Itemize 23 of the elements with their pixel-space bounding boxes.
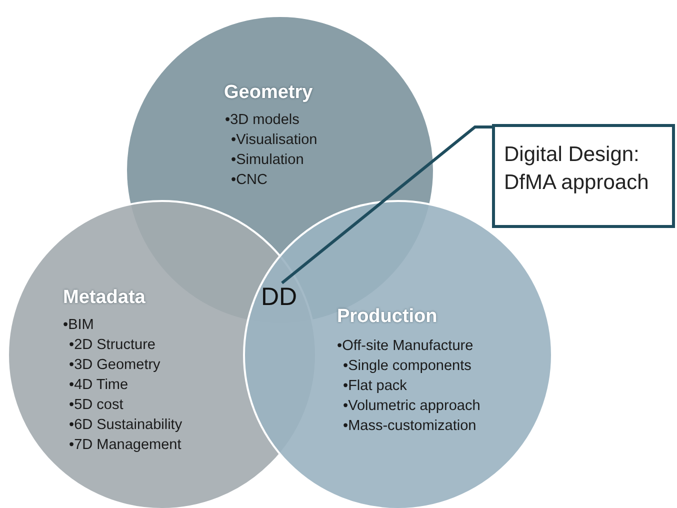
bullet-item: •4D Time xyxy=(69,377,128,393)
bullet-item: •Single components xyxy=(343,358,472,374)
bullet-item: •Mass-customization xyxy=(343,418,476,434)
center-label: DD xyxy=(260,282,298,312)
bullet-item: •2D Structure xyxy=(69,337,156,353)
bullet-item: •7D Management xyxy=(69,437,182,453)
circle-heading: Metadata xyxy=(63,287,146,309)
bullet-item: •BIM xyxy=(63,317,94,333)
circle-heading: Geometry xyxy=(224,82,313,104)
callout-text: Digital Design: DfMA approach xyxy=(504,142,650,196)
bullet-item: •Simulation xyxy=(231,152,304,168)
bullet-item: •Flat pack xyxy=(343,378,407,394)
callout-box xyxy=(492,124,675,228)
bullet-item: •3D models xyxy=(225,112,300,128)
bullet-item: •CNC xyxy=(231,172,268,188)
bullet-item: •Visualisation xyxy=(231,132,318,148)
circle-heading: Production xyxy=(337,306,438,328)
leader-line xyxy=(281,126,492,284)
bullet-item: •Off-site Manufacture xyxy=(337,338,474,354)
bullet-item: •Volumetric approach xyxy=(343,398,480,414)
bullet-item: •5D cost xyxy=(69,397,124,413)
bullet-item: •3D Geometry xyxy=(69,357,160,373)
bullet-item: •6D Sustainability xyxy=(69,417,182,433)
